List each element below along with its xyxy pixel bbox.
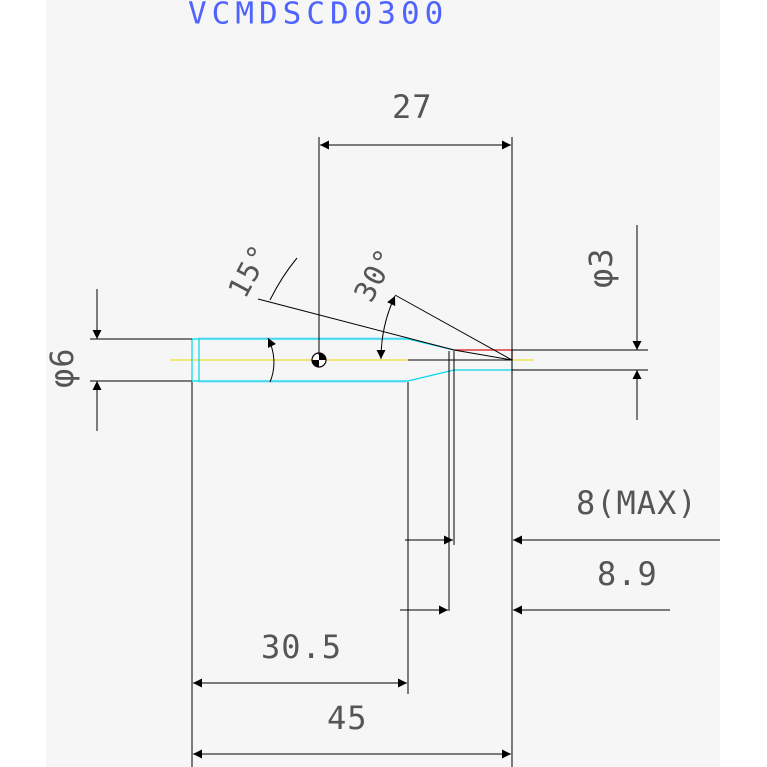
angle-15-leader [269,257,298,301]
dimension-text-27: 27 [392,88,433,126]
center-mark-quadrant-1 [319,353,326,360]
dimension-text-diameter-3: φ3 [582,247,620,288]
tip-slant-line [453,349,513,361]
dimension-text-diameter-6: φ6 [43,347,81,388]
center-mark-quadrant-3 [312,360,319,367]
angle-15-reference-line [257,298,455,351]
angle-30-arc [376,295,396,360]
dimension-text-8-9: 8.9 [597,555,658,593]
dimension-text-45: 45 [327,699,368,737]
dimension-text-15-degrees: 15° [221,238,277,303]
angle-15-arc [267,337,277,383]
dimension-text-8-max: 8(MAX) [576,484,698,522]
dimension-text-30-5: 30.5 [261,628,342,666]
drawing-sheet [46,0,720,767]
drawing-title: VCMDSCD0300 [188,0,449,32]
angle-30-reference-line [394,294,513,361]
